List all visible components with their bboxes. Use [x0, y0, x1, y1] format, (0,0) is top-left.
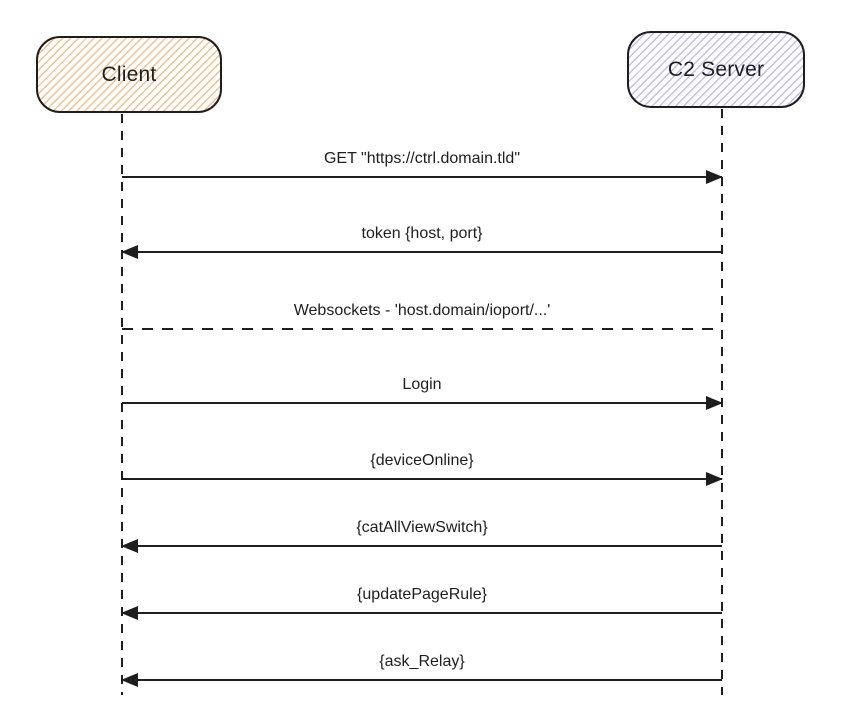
- message-line-solid: [122, 170, 723, 184]
- message-client-to-c2-server: Login: [122, 375, 723, 410]
- lifeline-client: [121, 114, 123, 695]
- message-label: {deviceOnline}: [370, 452, 474, 469]
- arrowhead-left-icon: [121, 245, 138, 259]
- actor-client-label: Client: [101, 62, 157, 86]
- arrowhead-right-icon: [706, 170, 723, 184]
- arrowhead-left-icon: [121, 539, 138, 553]
- message-line-solid: [121, 606, 722, 620]
- message-line-dashed: [122, 328, 722, 330]
- message-label: {catAllViewSwitch}: [356, 519, 488, 536]
- message-line-solid: [122, 396, 723, 410]
- message-label: token {host, port}: [361, 225, 483, 242]
- actor-c2-server-label: C2 Server: [667, 57, 765, 81]
- message-line-solid: [121, 539, 722, 553]
- message-label: {ask_Relay}: [379, 653, 465, 670]
- arrowhead-left-icon: [121, 606, 138, 620]
- arrowhead-left-icon: [121, 673, 138, 687]
- actor-c2-server: C2 Server: [627, 31, 805, 108]
- message-c2-server-to-client: token {host, port}: [121, 224, 722, 259]
- message-client-to-c2-server: {deviceOnline}: [122, 451, 723, 486]
- arrowhead-right-icon: [706, 396, 723, 410]
- message-client-to-c2-server: GET "https://ctrl.domain.tld": [122, 149, 723, 184]
- message-label: Websockets - 'host.domain/ioport/...': [293, 302, 551, 319]
- arrowhead-right-icon: [706, 472, 723, 486]
- message-line-solid: [121, 245, 722, 259]
- message-line-solid: [122, 472, 723, 486]
- message-line-solid: [121, 673, 722, 687]
- message-label: GET "https://ctrl.domain.tld": [323, 150, 521, 167]
- message-label: Login: [402, 376, 442, 393]
- message-c2-server-to-client: {updatePageRule}: [121, 585, 722, 620]
- message-c2-server-to-client: {catAllViewSwitch}: [121, 518, 722, 553]
- message-client-to-c2-server: Websockets - 'host.domain/ioport/...': [122, 301, 722, 330]
- actor-client: Client: [36, 36, 222, 113]
- message-c2-server-to-client: {ask_Relay}: [121, 652, 722, 687]
- message-label: {updatePageRule}: [357, 586, 487, 603]
